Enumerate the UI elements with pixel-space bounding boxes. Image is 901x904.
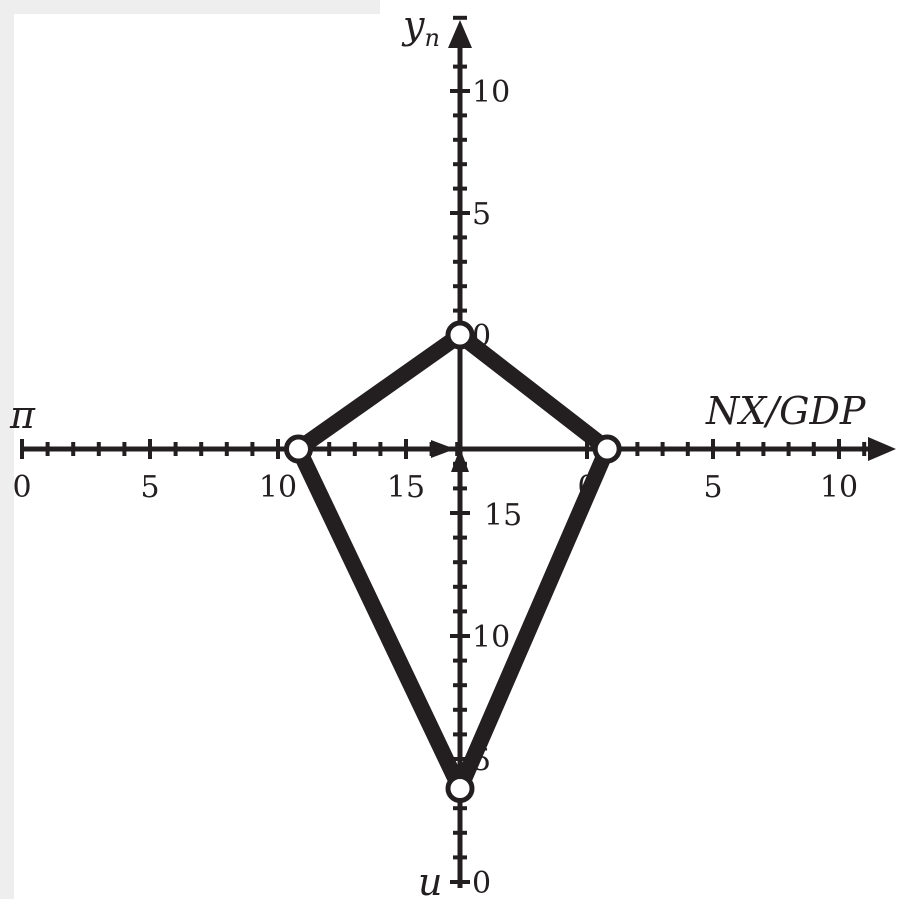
center-left-arrowhead-icon xyxy=(431,440,455,458)
vertex-marker-left xyxy=(283,434,313,464)
vertex-marker-right xyxy=(592,434,622,464)
top-axis-title-base: y xyxy=(401,3,425,47)
left-axis-title: π xyxy=(9,393,36,437)
shape-layer xyxy=(290,327,616,797)
ticks-layer xyxy=(20,15,867,884)
right-arrowhead-icon xyxy=(868,437,896,461)
right-axis-title: NX/GDP xyxy=(705,389,867,433)
top-axis-title-subscript: n xyxy=(424,24,439,52)
right-axis-tick-label: 10 xyxy=(820,470,858,505)
bottom-axis-tick-label: 10 xyxy=(472,620,510,655)
vertex-marker-top xyxy=(445,320,475,350)
bottom-axis-tick-label: 0 xyxy=(472,866,491,899)
left-axis-tick-label: 15 xyxy=(387,470,425,505)
top-axis-tick-label: 5 xyxy=(472,197,491,232)
bottom-axis-title: u xyxy=(418,860,442,899)
bottom-axis-tick-label: 15 xyxy=(484,498,522,533)
top-axis-tick-label: 10 xyxy=(472,75,510,110)
left-margin-shade xyxy=(0,0,14,899)
vertex-marker-bottom xyxy=(445,774,475,804)
center-bottom-arrowhead-icon xyxy=(451,448,469,472)
left-axis-tick-label: 10 xyxy=(259,470,297,505)
top-axis-title: yn xyxy=(401,3,440,52)
left-axis-tick-label: 0 xyxy=(12,470,31,505)
left-axis-tick-label: 5 xyxy=(140,470,159,505)
top-margin-shade xyxy=(0,0,380,14)
policy-shape-outline xyxy=(290,327,616,797)
vertex-layer xyxy=(283,320,622,804)
right-axis-tick-label: 5 xyxy=(703,470,722,505)
